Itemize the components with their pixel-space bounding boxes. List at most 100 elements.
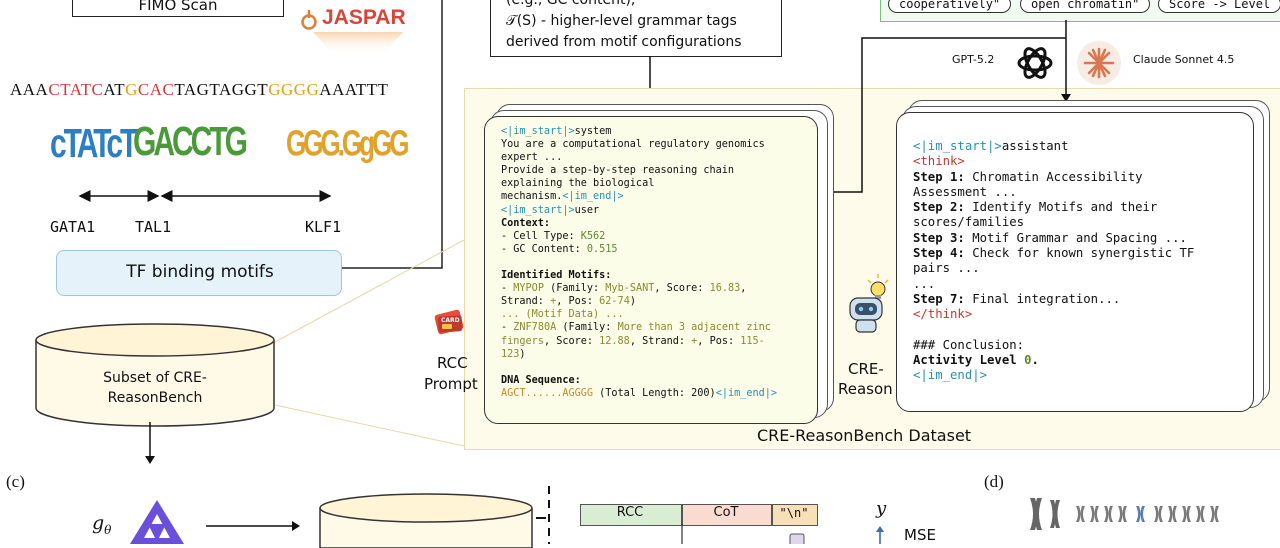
code-token: pairs ... xyxy=(913,261,980,276)
mse-label: MSE xyxy=(904,526,936,544)
arrow-up-icon xyxy=(876,526,884,544)
theta-subscript: θ xyxy=(104,522,112,537)
code-line: Step 1: Chromatin Accessibility xyxy=(913,170,1194,185)
code-line: 123) xyxy=(501,348,777,361)
motif-logo-klf1: GGG.GgGG xyxy=(286,121,409,164)
chromosome-glyph xyxy=(1168,506,1177,522)
code-line: Strand: +, Pos: 62-74) xyxy=(501,295,777,308)
code-line: You are a computational regulatory genom… xyxy=(501,138,777,151)
code-token: More than 3 adjacent zinc xyxy=(617,322,771,334)
bottom-db-icon xyxy=(319,493,533,548)
dna-segment: AT xyxy=(103,80,126,99)
card-icon-text: CARD xyxy=(441,317,460,324)
rcc-label-line2: Prompt xyxy=(424,375,478,393)
cre-reasonbench-db-icon xyxy=(35,323,275,427)
code-token: + xyxy=(550,296,557,308)
code-token xyxy=(501,257,507,268)
dna-sequence: AAACTATCATGCACTAGTAGGTGGGGAAATTT xyxy=(10,80,388,100)
code-token: , Score: xyxy=(654,283,710,295)
code-token: expert ... xyxy=(501,152,563,164)
code-token: assistant xyxy=(1001,139,1069,153)
db-label-line2: ReasonBench xyxy=(107,390,203,406)
code-line: AGCT......AGGGG (Total Length: 200)<|im_… xyxy=(501,387,777,400)
motif-name-klf1: KLF1 xyxy=(305,218,342,236)
code-token: ... (Motif Data) ... xyxy=(501,309,624,321)
tf-binding-motifs-label: TF binding motifs xyxy=(126,262,274,282)
segment-rcc-label: RCC xyxy=(616,505,644,520)
code-token: Identified Motifs: xyxy=(501,270,612,282)
arrow-right-icon xyxy=(206,521,300,531)
chromosome-glyph xyxy=(1076,506,1085,522)
code-line: </think> xyxy=(913,307,1194,322)
chromosome-glyph xyxy=(1090,506,1099,522)
code-token: You are a computational regulatory genom… xyxy=(501,139,765,151)
code-token: + xyxy=(691,335,698,347)
code-token: ### Conclusion: xyxy=(913,337,1025,352)
tag-pill-1: cooperatively" xyxy=(888,0,1012,13)
cre-reason-label-line2: Reason xyxy=(838,380,893,398)
motif-logo-gata1: cTATcT xyxy=(50,122,138,167)
grammar-note-line1: (e.g., GC content), xyxy=(506,0,636,8)
answer-card: <|im_start|>assistant<think>Step 1: Chro… xyxy=(896,112,1254,412)
code-line: - GC Content: 0.515 xyxy=(501,243,777,256)
code-token: Step 3: xyxy=(913,230,965,245)
code-token: 0 xyxy=(1024,353,1032,368)
code-token: , Strand: xyxy=(629,335,692,347)
code-token: AGCT......AGGGG xyxy=(501,387,594,399)
code-token: user xyxy=(574,204,600,216)
motif-logo-tal1: GACCTG xyxy=(133,120,248,165)
code-token: Assessment ... xyxy=(913,184,1017,199)
code-token: MYPOP xyxy=(513,283,544,295)
motif-name-tal1: TAL1 xyxy=(135,218,172,236)
code-token xyxy=(913,323,920,337)
code-token: , Pos: xyxy=(556,296,600,308)
code-token: 115- xyxy=(740,335,765,347)
code-token: mechanism. xyxy=(501,191,563,203)
code-token: , Pos: xyxy=(697,335,741,347)
code-line: ### Conclusion: xyxy=(913,338,1194,353)
code-line: - Cell Type: K562 xyxy=(501,230,777,243)
code-token: <|im_end|> xyxy=(562,191,624,203)
code-token: 12.88 xyxy=(599,335,630,347)
code-token: Activity Level xyxy=(913,353,1025,368)
grammar-note-box xyxy=(490,0,782,57)
segment-newline-label: "\n" xyxy=(779,506,809,520)
code-token: - xyxy=(501,283,514,295)
code-line xyxy=(501,256,777,269)
code-token: </think> xyxy=(913,307,973,322)
dna-segment: CTATC xyxy=(48,80,104,99)
fimo-scan-box xyxy=(72,0,284,17)
code-token: fingers xyxy=(501,335,544,347)
code-token: Context: xyxy=(501,217,551,229)
cre-reason-label-line1: CRE- xyxy=(848,360,884,378)
code-line: <|im_start|>assistant xyxy=(913,139,1194,154)
code-token: <think> xyxy=(913,154,965,169)
tag-pill-3: Score -> Level xyxy=(1158,0,1280,13)
code-line xyxy=(913,323,1194,338)
code-token: <|im_start|> xyxy=(501,204,575,216)
motif-span-arrows xyxy=(78,190,332,202)
gpt-label: GPT-5.2 xyxy=(952,53,995,66)
connector-lines-right xyxy=(820,20,1071,193)
tf-binding-motifs-box xyxy=(56,250,342,296)
segment-newline xyxy=(772,504,818,526)
code-token: Step 4: xyxy=(913,246,965,261)
answer-text: <|im_start|>assistant<think>Step 1: Chro… xyxy=(913,139,1194,384)
code-token: <|im_end|> xyxy=(715,387,778,399)
code-token: ZNF780A xyxy=(513,322,557,334)
dna-segment: AAATTT xyxy=(319,80,389,99)
code-line: scores/families xyxy=(913,215,1194,230)
code-token: (Family: xyxy=(543,283,606,295)
code-line: Step 4: Check for known synergistic TF xyxy=(913,246,1194,261)
code-line: - MYPOP (Family: Myb-SANT, Score: 16.83, xyxy=(501,282,777,295)
y-label: y xyxy=(876,498,887,519)
code-line: <|im_end|> xyxy=(913,368,1194,383)
code-token: explaining the biological xyxy=(501,178,655,190)
code-token: - Cell Type: xyxy=(501,230,581,242)
jaspar-glow xyxy=(313,32,403,54)
panel-c-letter: (c) xyxy=(6,472,25,491)
segment-rcc xyxy=(580,504,682,526)
dna-segment: G xyxy=(125,80,138,99)
